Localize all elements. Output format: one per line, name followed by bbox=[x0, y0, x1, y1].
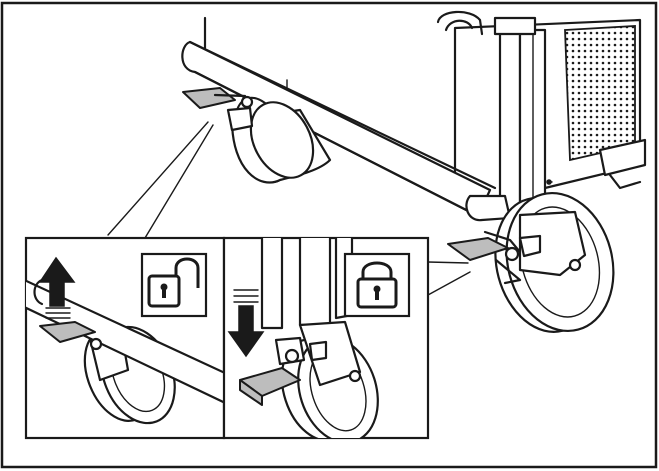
callout-lines bbox=[107, 121, 471, 296]
front-brake-pedal bbox=[447, 237, 509, 261]
unlocked-padlock-icon bbox=[140, 252, 208, 318]
cart-body bbox=[203, 10, 647, 217]
inset-lock bbox=[222, 236, 430, 440]
unlock-pedal bbox=[39, 321, 96, 343]
inset-unlock bbox=[24, 236, 226, 440]
front-caster bbox=[447, 191, 615, 333]
rear-brake-pedal bbox=[182, 87, 236, 109]
locked-padlock-icon bbox=[343, 252, 411, 318]
arrow-down-icon bbox=[227, 289, 265, 358]
rear-caster bbox=[182, 87, 332, 184]
arrow-up-icon bbox=[38, 256, 76, 319]
mesh-panel bbox=[564, 25, 636, 162]
